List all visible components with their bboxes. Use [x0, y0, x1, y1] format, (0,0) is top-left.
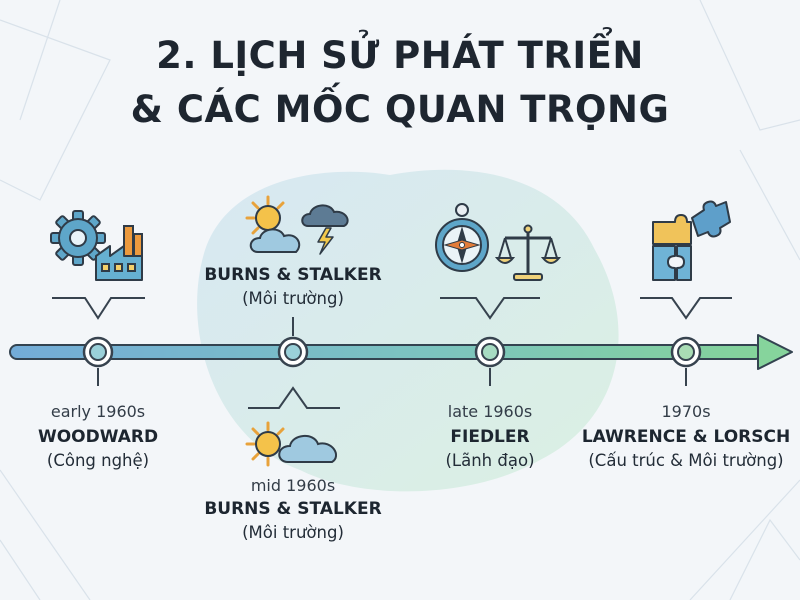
factory-icon [95, 225, 143, 281]
lawrence-sub: (Cấu trúc & Môi trường) [588, 451, 784, 470]
bracket-burns-lower [248, 386, 340, 409]
woodward-name: WOODWARD [37, 427, 159, 447]
sun-cloud-icon [245, 421, 337, 467]
gear-factory-icon [50, 210, 143, 281]
node-lawrence [670, 336, 702, 368]
lawrence-name: LAWRENCE & LORSCH [581, 427, 791, 447]
node-fiedler [474, 336, 506, 368]
bracket-woodward [52, 297, 145, 320]
bracket-fiedler [440, 297, 540, 320]
scales-icon [494, 224, 562, 281]
lightning-icon [317, 227, 334, 255]
burns-lower-date: mid 1960s [250, 476, 336, 495]
lawrence-date: 1970s [661, 402, 711, 421]
compass-icon [435, 203, 489, 272]
page-title-line-2: & CÁC MỐC QUAN TRỌNG [130, 88, 670, 131]
node-woodward [82, 336, 114, 368]
fiedler-name: FIEDLER [450, 427, 530, 447]
fiedler-date: late 1960s [447, 402, 533, 421]
sun-cloud-storm-icon [245, 195, 349, 255]
bracket-lawrence [640, 297, 732, 320]
burns-lower-sub: (Môi trường) [242, 523, 344, 542]
woodward-sub: (Công nghệ) [46, 451, 150, 470]
burns-lower-name: BURNS & STALKER [204, 499, 382, 519]
page-title-line-1: 2. LỊCH SỬ PHÁT TRIỂN [156, 34, 644, 77]
woodward-date: early 1960s [50, 402, 146, 421]
puzzle-icon [652, 200, 731, 281]
compass-scales-icon [435, 203, 562, 281]
burns-upper-name: BURNS & STALKER [204, 265, 382, 285]
fiedler-sub: (Lãnh đạo) [445, 451, 535, 470]
gear-icon [50, 210, 106, 266]
timeline-nodes [82, 336, 702, 368]
background-blob [197, 169, 619, 492]
burns-upper-sub: (Môi trường) [242, 289, 344, 308]
timeline-arrowhead [757, 334, 793, 370]
callout-brackets [52, 297, 732, 409]
timeline-bar [9, 334, 793, 370]
node-burns [277, 336, 309, 368]
